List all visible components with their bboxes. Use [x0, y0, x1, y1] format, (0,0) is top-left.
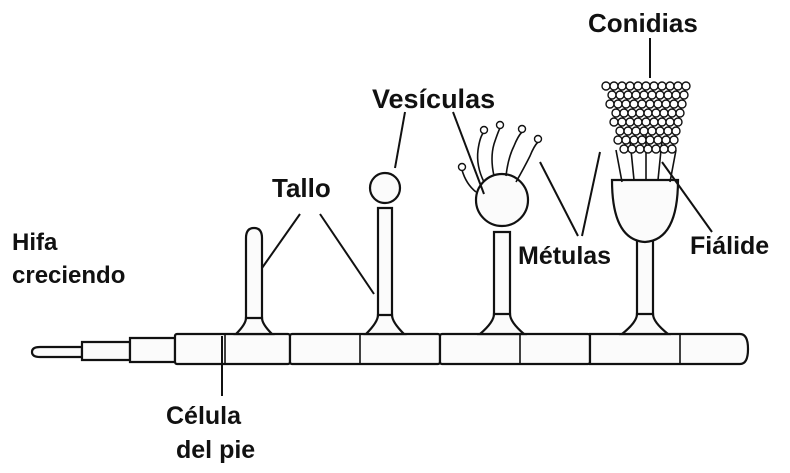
label-vesiculas: Vesículas	[372, 84, 495, 114]
conidium-spore	[632, 91, 640, 99]
conidium-spore	[622, 136, 630, 144]
hypha	[32, 334, 748, 364]
conidium-spore	[644, 145, 652, 153]
conidium-spore	[634, 82, 642, 90]
conidium-spore	[640, 127, 648, 135]
conidia-cluster	[602, 82, 690, 153]
conidium-spore	[656, 91, 664, 99]
conidium-spore	[682, 82, 690, 90]
conidium-spore	[620, 145, 628, 153]
conidium-spore	[658, 82, 666, 90]
conidium-spore	[670, 100, 678, 108]
conidium-spore	[628, 109, 636, 117]
conidium-spore	[662, 100, 670, 108]
stalk-stage-4	[602, 82, 690, 334]
conidium-spore	[674, 118, 682, 126]
conidium-spore	[606, 100, 614, 108]
stalk-stage-1	[236, 228, 272, 334]
conidium-spore	[662, 136, 670, 144]
conidium-spore	[652, 145, 660, 153]
conidium-spore	[672, 91, 680, 99]
label-conidias: Conidias	[588, 8, 698, 38]
conidium-spore	[614, 136, 622, 144]
conidium-spore	[630, 136, 638, 144]
conidium-spore	[618, 82, 626, 90]
conidium-spore	[610, 118, 618, 126]
label-hifa-line2: creciendo	[12, 262, 125, 289]
conidium-spore	[666, 118, 674, 126]
conidium-spore	[648, 91, 656, 99]
conidium-spore	[642, 82, 650, 90]
conidium-spore	[638, 136, 646, 144]
conidium-spore	[674, 82, 682, 90]
conidium-spore	[626, 82, 634, 90]
conidium-spore	[658, 118, 666, 126]
conidium-spore	[616, 91, 624, 99]
conidium-spore	[648, 127, 656, 135]
stalk-stage-3	[459, 122, 542, 335]
label-celula-line2: del pie	[176, 436, 255, 464]
conidium-spore	[624, 127, 632, 135]
conidium-spore	[624, 91, 632, 99]
conidium-spore	[664, 91, 672, 99]
conidium-spore	[644, 109, 652, 117]
conidium-spore	[602, 82, 610, 90]
conidium-spore	[636, 145, 644, 153]
conidium-spore	[668, 109, 676, 117]
conidium-spore	[626, 118, 634, 126]
label-metulas: Métulas	[518, 242, 611, 270]
conidium-spore	[650, 82, 658, 90]
conidium-spore	[614, 100, 622, 108]
conidium-spore	[632, 127, 640, 135]
conidium-spore	[616, 127, 624, 135]
conidium-spore	[652, 109, 660, 117]
conidium-spore	[668, 145, 676, 153]
conidium-spore	[646, 100, 654, 108]
conidium-spore	[676, 109, 684, 117]
conidium-spore	[654, 136, 662, 144]
conidium-spore	[642, 118, 650, 126]
conidium-spore	[654, 100, 662, 108]
conidium-spore	[620, 109, 628, 117]
conidium-spore	[636, 109, 644, 117]
conidium-spore	[628, 145, 636, 153]
conidium-spore	[664, 127, 672, 135]
conidium-spore	[608, 91, 616, 99]
conidium-spore	[638, 100, 646, 108]
conidium-spore	[656, 127, 664, 135]
conidium-spore	[640, 91, 648, 99]
conidium-spore	[678, 100, 686, 108]
conidium-spore	[670, 136, 678, 144]
conidium-spore	[666, 82, 674, 90]
conidium-spore	[634, 118, 642, 126]
conidium-spore	[610, 82, 618, 90]
stalk-stage-2	[366, 173, 404, 334]
conidium-spore	[612, 109, 620, 117]
conidium-spore	[630, 100, 638, 108]
conidium-spore	[622, 100, 630, 108]
conidium-spore	[646, 136, 654, 144]
label-celula-line1: Célula	[166, 402, 242, 430]
conidium-spore	[618, 118, 626, 126]
conidium-spore	[660, 145, 668, 153]
label-tallo: Tallo	[272, 173, 331, 203]
conidium-spore	[672, 127, 680, 135]
label-fialide: Fiálide	[690, 232, 769, 260]
conidium-spore	[660, 109, 668, 117]
conidium-spore	[650, 118, 658, 126]
conidium-spore	[680, 91, 688, 99]
label-hifa-line1: Hifa	[12, 229, 58, 256]
